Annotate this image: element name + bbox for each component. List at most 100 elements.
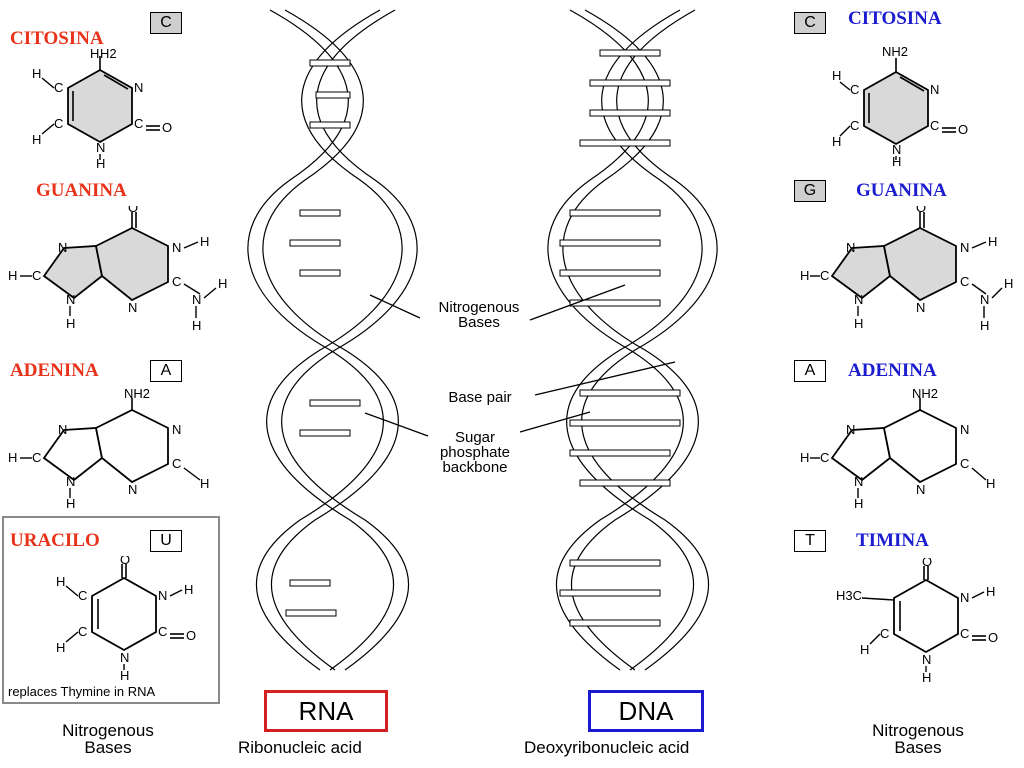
svg-text:O: O <box>916 206 926 215</box>
svg-text:C: C <box>960 626 969 641</box>
svg-text:C: C <box>172 274 181 289</box>
svg-text:C: C <box>54 80 63 95</box>
svg-text:H: H <box>854 316 863 331</box>
svg-text:C: C <box>134 116 143 131</box>
svg-text:H: H <box>218 276 227 291</box>
svg-text:H: H <box>56 640 65 655</box>
svg-text:N: N <box>854 292 863 307</box>
left-cytosine-letter-box: C <box>150 12 182 34</box>
svg-text:H: H <box>980 318 989 333</box>
left-uracil-structure: O N H C O N H C C H H <box>56 556 196 680</box>
svg-text:O: O <box>958 122 968 137</box>
svg-text:N: N <box>120 650 129 665</box>
svg-text:H2: H2 <box>100 48 117 61</box>
svg-text:N: N <box>980 292 989 307</box>
rna-title-box: RNA <box>264 690 388 732</box>
svg-text:N: N <box>192 292 201 307</box>
svg-text:N: N <box>846 422 855 437</box>
right-thymine-structure: O N H C O N H H3C C H <box>836 558 998 682</box>
footer-left-label: Nitrogenous Bases <box>38 722 178 756</box>
right-cytosine-letter-box: C <box>794 12 826 34</box>
footer-right-line2: Bases <box>894 738 942 757</box>
footer-right-label: Nitrogenous Bases <box>848 722 988 756</box>
svg-text:C: C <box>78 624 87 639</box>
svg-text:N: N <box>172 422 181 437</box>
svg-text:N: N <box>96 140 105 155</box>
svg-text:N: N <box>922 652 931 667</box>
svg-text:C: C <box>850 82 859 97</box>
svg-text:C: C <box>820 450 829 465</box>
svg-text:H: H <box>120 668 129 680</box>
left-guanine-label: GUANINA <box>36 180 127 201</box>
right-adenine-letter-box: A <box>794 360 826 382</box>
svg-text:H: H <box>892 154 901 166</box>
right-guanine-structure: O N H C N H H N N N H C H <box>800 206 1013 333</box>
dna-subtitle: Deoxyribonucleic acid <box>524 738 690 757</box>
callout-backbone: Sugar phosphate backbone <box>420 430 530 475</box>
right-thymine-label: TIMINA <box>856 530 929 551</box>
callout-nitrogenous-bases: Nitrogenous Bases <box>420 300 538 330</box>
svg-text:C: C <box>960 456 969 471</box>
svg-text:H: H <box>200 476 209 491</box>
svg-text:C: C <box>850 118 859 133</box>
right-cytosine-label: CITOSINA <box>848 8 942 29</box>
svg-text:N: N <box>960 422 969 437</box>
svg-text:C: C <box>54 116 63 131</box>
callout-backbone-line1: Sugar <box>454 429 496 446</box>
callout-nitrogenous-line1: Nitrogenous <box>438 299 520 316</box>
svg-text:N: N <box>58 422 67 437</box>
svg-text:H: H <box>8 268 17 283</box>
svg-text:H: H <box>922 670 931 682</box>
svg-text:N: N <box>846 240 855 255</box>
svg-text:C: C <box>960 274 969 289</box>
right-cytosine-structure: NH2 N C O N H C C H H <box>832 44 968 166</box>
svg-text:H3C: H3C <box>836 588 862 603</box>
right-guanine-label: GUANINA <box>856 180 947 201</box>
callout-nitrogenous-line2: Bases <box>458 314 500 331</box>
callout-base-pair: Base pair <box>448 389 512 406</box>
svg-text:H: H <box>986 584 995 599</box>
svg-text:H: H <box>8 450 17 465</box>
svg-text:H: H <box>32 66 41 81</box>
svg-text:O: O <box>162 120 172 135</box>
svg-text:H: H <box>66 316 75 331</box>
right-adenine-structure: NH2 N C H N N N H C H <box>800 388 995 508</box>
left-cytosine-structure: H H2 N C O N H C C H H <box>32 48 172 168</box>
svg-text:NH2: NH2 <box>882 44 908 59</box>
svg-text:H: H <box>988 234 997 249</box>
svg-text:O: O <box>186 628 196 643</box>
left-adenine-letter-box: A <box>150 360 182 382</box>
svg-text:H: H <box>832 134 841 149</box>
svg-text:NH2: NH2 <box>912 388 938 401</box>
right-adenine-label: ADENINA <box>848 360 937 381</box>
right-thymine-letter-box: T <box>794 530 826 552</box>
svg-text:C: C <box>930 118 939 133</box>
svg-text:H: H <box>1004 276 1013 291</box>
svg-text:C: C <box>820 268 829 283</box>
svg-text:H: H <box>32 132 41 147</box>
uracil-note: replaces Thymine in RNA <box>8 684 156 699</box>
svg-text:H: H <box>800 450 809 465</box>
svg-text:N: N <box>960 240 969 255</box>
svg-text:N: N <box>916 300 925 315</box>
dna-title-box: DNA <box>588 690 704 732</box>
svg-text:C: C <box>32 268 41 283</box>
svg-text:N: N <box>158 588 167 603</box>
footer-left-line2: Bases <box>84 738 132 757</box>
svg-text:C: C <box>32 450 41 465</box>
svg-text:O: O <box>128 206 138 215</box>
svg-text:N: N <box>854 474 863 489</box>
svg-text:N: N <box>66 474 75 489</box>
svg-text:N: N <box>134 80 143 95</box>
svg-text:H: H <box>854 496 863 508</box>
svg-text:O: O <box>120 556 130 567</box>
left-cytosine-label: CITOSINA <box>10 28 104 49</box>
callout-backbone-line2: phosphate <box>439 444 511 461</box>
left-uracil-letter-box: U <box>150 530 182 552</box>
svg-text:H: H <box>56 574 65 589</box>
svg-text:N: N <box>892 142 901 157</box>
callout-backbone-line3: backbone <box>442 459 508 476</box>
svg-text:C: C <box>172 456 181 471</box>
footer-right-line1: Nitrogenous <box>872 721 964 740</box>
svg-text:H: H <box>860 642 869 657</box>
